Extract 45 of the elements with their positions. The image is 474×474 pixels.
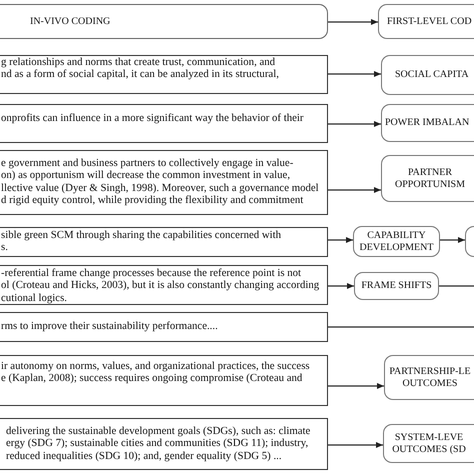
- quote-text: ir autonomy on norms, values, and organizational practices, the success e (Kaplan, 2008); success requires ongoing compromise (Croteau and: [1, 360, 310, 385]
- quote-box: [0, 418, 328, 470]
- connector-line: [328, 326, 474, 328]
- code-box: [378, 4, 474, 39]
- quote-text: e government and business partners to collectively engage in value- on) as opportunism will decrease the common investment in value, llective value (Dyer & Singh, 1998). Moreover, such a governance model d rigid equity control, while providing the flexibility and commitment: [1, 156, 319, 207]
- quote-text: rms to improve their sustainability performance....: [1, 320, 218, 333]
- code-box: [465, 226, 474, 257]
- quote-box: [0, 150, 328, 215]
- code-label: SOCIAL CAPITA: [395, 69, 469, 81]
- arrow: [328, 187, 381, 193]
- quote-box: [0, 227, 328, 257]
- arrow: [328, 283, 354, 289]
- quote-text: -referential frame change processes because the reference point is not ol (Croteau and Hicks, 2003), but it is also constantly changing according cutional logics.: [1, 266, 320, 304]
- connector-line: [439, 285, 474, 287]
- code-box: [383, 424, 474, 463]
- code-box: [381, 155, 474, 202]
- arrow: [328, 237, 353, 243]
- code-label: FRAME SHIFTS: [361, 280, 432, 292]
- code-box: [381, 104, 474, 142]
- quote-box: [0, 355, 328, 406]
- code-label: SYSTEM-LEVE OUTCOMES (SD: [391, 432, 467, 456]
- quote-box: [0, 55, 328, 94]
- quote-text: sible green SCM through sharing the capabilities concerned with s.: [1, 228, 282, 254]
- code-label: POWER IMBALAN: [385, 117, 470, 129]
- arrow: [328, 383, 384, 389]
- header-text: IN-VIVO CODING: [30, 16, 110, 28]
- quote-text: delivering the sustainable development goals (SDGs), such as: climate ergy (SDG 7); sustainable cities and communities (SDG 11); industry, reduced inequalities (SDG 10); and, gender equality (SDG 5) ...: [6, 424, 310, 462]
- quote-text: g relationships and norms that create trust, communication, and nd as a form of social capital, it can be analyzed in its structural,: [1, 56, 279, 81]
- code-box: [354, 272, 439, 300]
- code-label: CAPABILITY DEVELOPMENT: [358, 230, 434, 254]
- header-box: [0, 4, 328, 39]
- code-box: [381, 55, 474, 95]
- quote-box: [0, 312, 328, 342]
- quote-box: [0, 104, 328, 143]
- arrow: [328, 71, 381, 77]
- code-label: PARTNERSHIP-LE OUTCOMES: [388, 366, 472, 390]
- code-box: [353, 226, 440, 257]
- code-label: FIRST-LEVEL COD: [387, 16, 472, 28]
- code-box: [384, 355, 474, 400]
- code-label: PARTNER OPPORTUNISM: [394, 166, 466, 190]
- arrow: [328, 19, 378, 25]
- quote-text: onprofits can influence in a more significant way the behavior of their: [1, 112, 304, 124]
- arrow: [328, 121, 381, 127]
- arrow: [440, 237, 465, 243]
- arrow: [328, 442, 383, 448]
